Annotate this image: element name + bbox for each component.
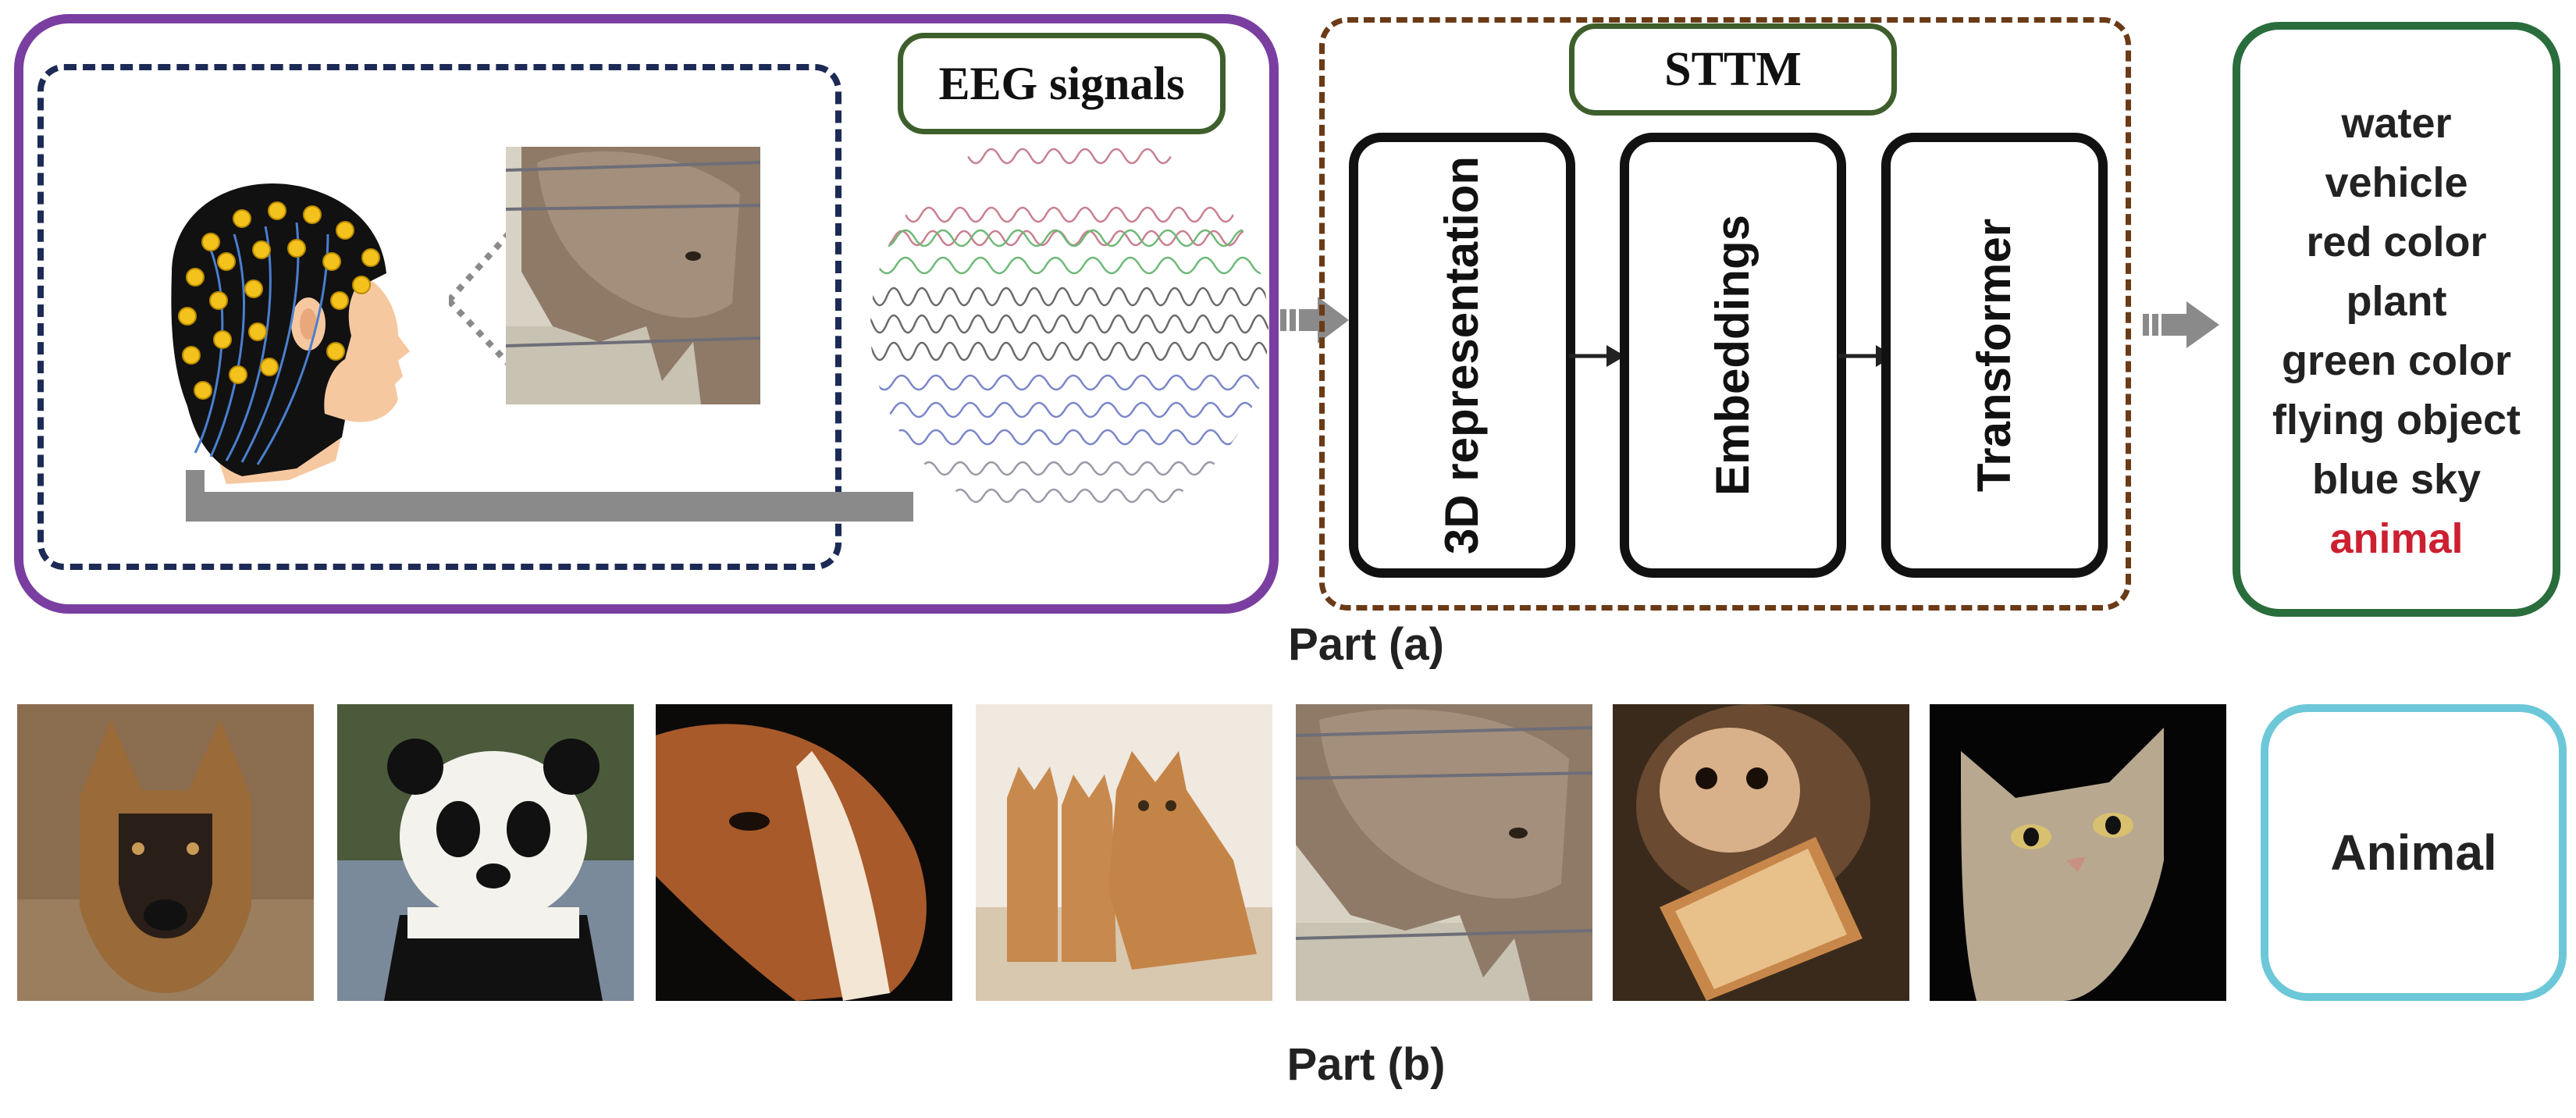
- label-item: flying object: [2272, 397, 2521, 443]
- cat-photo: [1930, 704, 2226, 1001]
- label-item: water: [2341, 100, 2452, 147]
- module-3d-representation: 3D representation: [1349, 133, 1575, 578]
- stimulus-presentation-box: [37, 64, 841, 570]
- module-transformer: Transformer: [1881, 133, 2108, 578]
- label-item: vehicle: [2325, 159, 2468, 206]
- module-label: 3D representation: [1436, 155, 1488, 555]
- horse-photo: [656, 704, 952, 1001]
- elephant-stimulus-image: [506, 147, 760, 404]
- elephant-photo: [1296, 704, 1592, 1001]
- monkey-photo: [1613, 704, 1909, 1001]
- arrow-to-labels-icon: [2143, 301, 2219, 348]
- eeg-signal-waveforms: [870, 148, 1268, 504]
- class-label-box: Animal: [2261, 704, 2567, 1001]
- arrow-to-sttm-icon: [1280, 297, 1349, 344]
- panda-photo: [337, 704, 634, 1001]
- module-label: Embeddings: [1706, 214, 1759, 497]
- eeg-signals-label: EEG signals: [898, 33, 1226, 134]
- part-b-caption: Part (b): [1286, 1039, 1446, 1090]
- eeg-acquisition-panel: [14, 14, 1279, 614]
- label-item: green color: [2281, 337, 2512, 384]
- gaze-dotted-lines: [449, 226, 518, 373]
- eeg-cap-head-illustration: [171, 183, 410, 484]
- predicted-labels-list: water vehicle red color plant green colo…: [2233, 94, 2560, 568]
- part-a-caption: Part (a): [1288, 619, 1444, 670]
- acquisition-connector-stub: [186, 470, 205, 522]
- acquisition-connector-bar: [186, 492, 913, 522]
- module-label: Transformer: [1968, 218, 2020, 493]
- dog-photo: [17, 704, 314, 1001]
- label-item-highlighted: animal: [2329, 515, 2464, 562]
- label-item: red color: [2306, 219, 2487, 265]
- cats-photo: [976, 704, 1272, 1001]
- predicted-labels-panel: [2233, 22, 2560, 617]
- sttm-label: STTM: [1569, 23, 1897, 116]
- sttm-model-panel: [1319, 17, 2131, 611]
- label-item: plant: [2346, 278, 2447, 325]
- label-item: blue sky: [2311, 456, 2482, 503]
- module-embeddings: Embeddings: [1620, 133, 1846, 578]
- arrow-right-icon: [1569, 345, 1625, 367]
